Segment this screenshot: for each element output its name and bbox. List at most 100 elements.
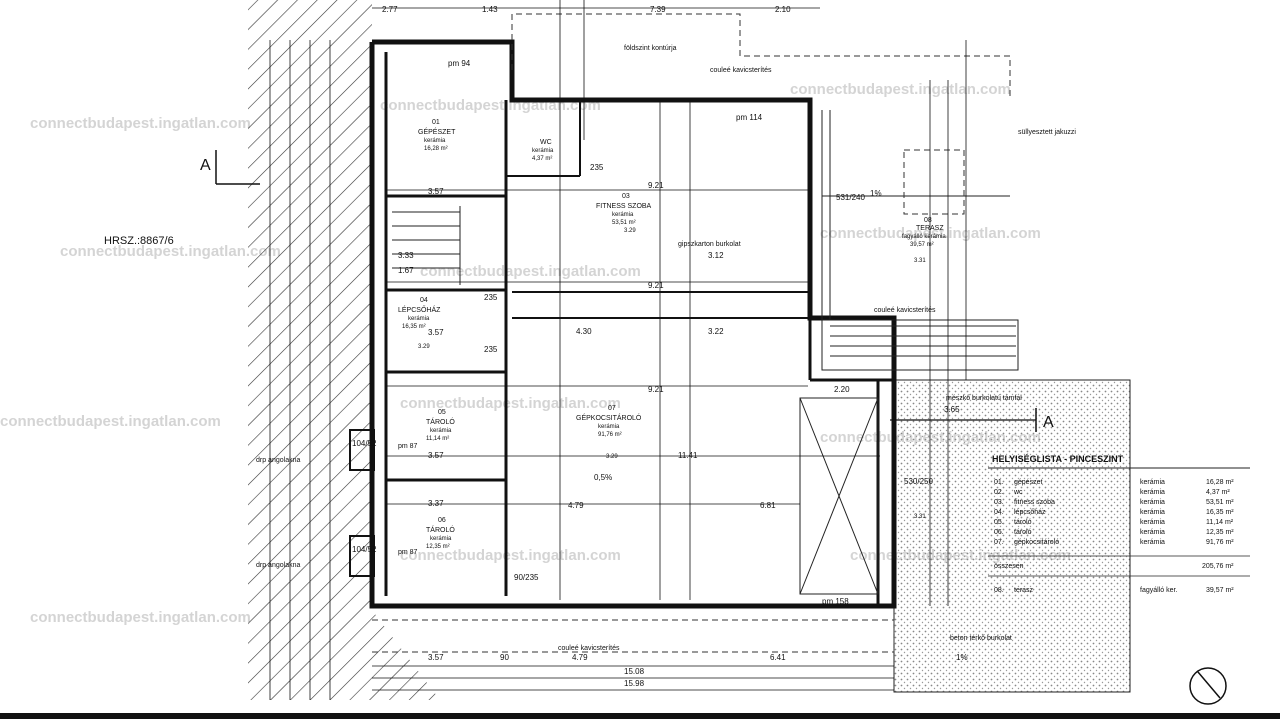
window-well-1: 104/52: [349, 429, 377, 471]
pm-label: pm 158: [822, 597, 849, 606]
legend-mat: fagyálló ker.: [1140, 587, 1177, 594]
pm-label: pm 94: [448, 59, 471, 68]
legend-mat: kerámia: [1140, 539, 1165, 546]
section-marker-right: A: [890, 408, 1054, 432]
legend-area: 12,35 m²: [1206, 529, 1234, 536]
watermark-text: connectbudapest.ingatlan.com: [820, 225, 1041, 242]
dim-text: 3.57: [428, 451, 444, 460]
pm-labels: pm 94 pm 114 pm 158 pm 87 pm 87: [398, 59, 849, 606]
legend-num: 02.: [994, 489, 1004, 496]
legend-name: wc: [1013, 489, 1023, 496]
room-material: kerámia: [430, 428, 452, 434]
legend-num: 04.: [994, 509, 1004, 516]
slope-terrace: 1%: [870, 189, 882, 198]
dim-text: 3.57: [428, 328, 444, 337]
room-material: kerámia: [532, 148, 554, 154]
room-name: LÉPCSŐHÁZ: [398, 305, 441, 314]
legend-area: 16,28 m²: [1206, 479, 1234, 486]
dim-text: 235: [590, 163, 604, 172]
room-name: TERASZ: [916, 225, 944, 232]
watermark-text: connectbudapest.ingatlan.com: [30, 609, 251, 626]
level-text: 3.29: [606, 454, 618, 460]
dim-text: 9.21: [648, 385, 664, 394]
watermark-text: connectbudapest.ingatlan.com: [420, 263, 641, 280]
annotation-gravel: couleé kavicsterítés: [874, 307, 936, 314]
room-name: GÉPKOCSITÁROLÓ: [576, 413, 642, 422]
room-number: 03: [622, 193, 630, 200]
room-material: kerámia: [424, 138, 446, 144]
dim-text: 11.41: [678, 451, 698, 460]
room-area: 39,57 m²: [910, 242, 934, 248]
room-area: 16,28 m²: [424, 146, 448, 152]
dim-text: 9.21: [648, 181, 664, 190]
room-area: 4,37 m²: [532, 156, 552, 162]
room-name: WC: [540, 139, 552, 146]
legend-num: 07.: [994, 539, 1004, 546]
legend-area: 91,76 m²: [1206, 539, 1234, 546]
gravel-contours: [372, 13, 1019, 653]
watermark-text: connectbudapest.ingatlan.com: [400, 395, 621, 412]
legend-name: gépészet: [1014, 479, 1042, 486]
annotation-gypsum: gipszkarton burkolat: [678, 241, 741, 248]
legend-row: 05. tároló kerámia 11,14 m²: [994, 519, 1234, 526]
legend-row-terrace: 08. terasz fagyálló ker. 39,57 m²: [994, 587, 1234, 594]
legend-mat: kerámia: [1140, 519, 1165, 526]
annotations: földszint kontúrja couleé kavicsterítés …: [256, 45, 1076, 662]
slope-garage: 0,5%: [594, 473, 612, 482]
room-name: TÁROLÓ: [426, 525, 455, 534]
north-arrow-icon: [1189, 667, 1227, 705]
pm-label: pm 87: [398, 443, 418, 450]
pm-label: pm 87: [398, 549, 418, 556]
legend-mat: kerámia: [1140, 479, 1165, 486]
legend-name: lépcsőház: [1014, 509, 1046, 516]
legend-name: tároló: [1014, 529, 1032, 536]
legend-num: 06.: [994, 529, 1004, 536]
room-number: 04: [420, 297, 428, 304]
legend-num: 01.: [994, 479, 1004, 486]
room-01: 01 GÉPÉSZET kerámia 16,28 m²: [418, 119, 456, 152]
dim-text: 235: [484, 345, 498, 354]
section-marker-left: A: [200, 150, 260, 185]
paving-area: [893, 379, 1131, 693]
dim-text: 15.98: [624, 679, 645, 688]
room-material: kerámia: [408, 316, 430, 322]
room-material: kerámia: [598, 424, 620, 430]
legend-num: 05.: [994, 519, 1004, 526]
legend-row: 03. fitness szoba kerámia 53,51 m²: [994, 499, 1234, 506]
dim-text: 3.22: [708, 327, 724, 336]
legend-area: 53,51 m²: [1206, 499, 1234, 506]
dim-text: 90: [500, 653, 509, 662]
room-material: kerámia: [612, 212, 634, 218]
stair-lines: [392, 206, 461, 285]
room-legend: HELYISÉGLISTA - PINCESZINT 01. gépészet …: [988, 454, 1250, 594]
legend-area: 4,37 m²: [1206, 489, 1230, 496]
window-size: 104/52: [352, 439, 377, 448]
dim-text: 90/235: [514, 573, 539, 582]
bottom-dims: 3.57 90 4.79 6.41 15.08 15.98: [428, 653, 786, 688]
legend-mat: kerámia: [1140, 509, 1165, 516]
terrace-deck: [821, 110, 1016, 357]
dim-text: 2.20: [834, 385, 850, 394]
room-02: WC kerámia 4,37 m²: [532, 139, 554, 162]
section-label-left: A: [200, 157, 211, 174]
room-material: fagyálló kerámia: [902, 234, 946, 240]
annotation-concrete-paving: beton térkő burkolat: [950, 635, 1012, 642]
dim-text: 6.41: [770, 653, 786, 662]
dim-text: 4.79: [572, 653, 588, 662]
legend-mat: kerámia: [1140, 529, 1165, 536]
dim-text: 4.30: [576, 327, 592, 336]
dimension-chains: [269, 0, 967, 700]
pm-label: pm 114: [736, 113, 763, 122]
level-text: 3.29: [418, 344, 430, 350]
annotation-window-well: drp angolakna: [256, 562, 300, 569]
level-text: 3.31: [914, 514, 926, 520]
legend-row: 04. lépcsőház kerámia 16,35 m²: [994, 509, 1234, 516]
room-area: 11,14 m²: [426, 436, 449, 442]
room-number: 05: [438, 409, 446, 416]
dim-text: 3.33: [398, 251, 414, 260]
legend-area: 11,14 m²: [1206, 519, 1234, 526]
annotation-gravel: couleé kavicsterítés: [710, 67, 772, 74]
room-08: 08 TERASZ fagyálló kerámia 39,57 m²: [902, 217, 946, 248]
room-number: 07: [608, 405, 616, 412]
